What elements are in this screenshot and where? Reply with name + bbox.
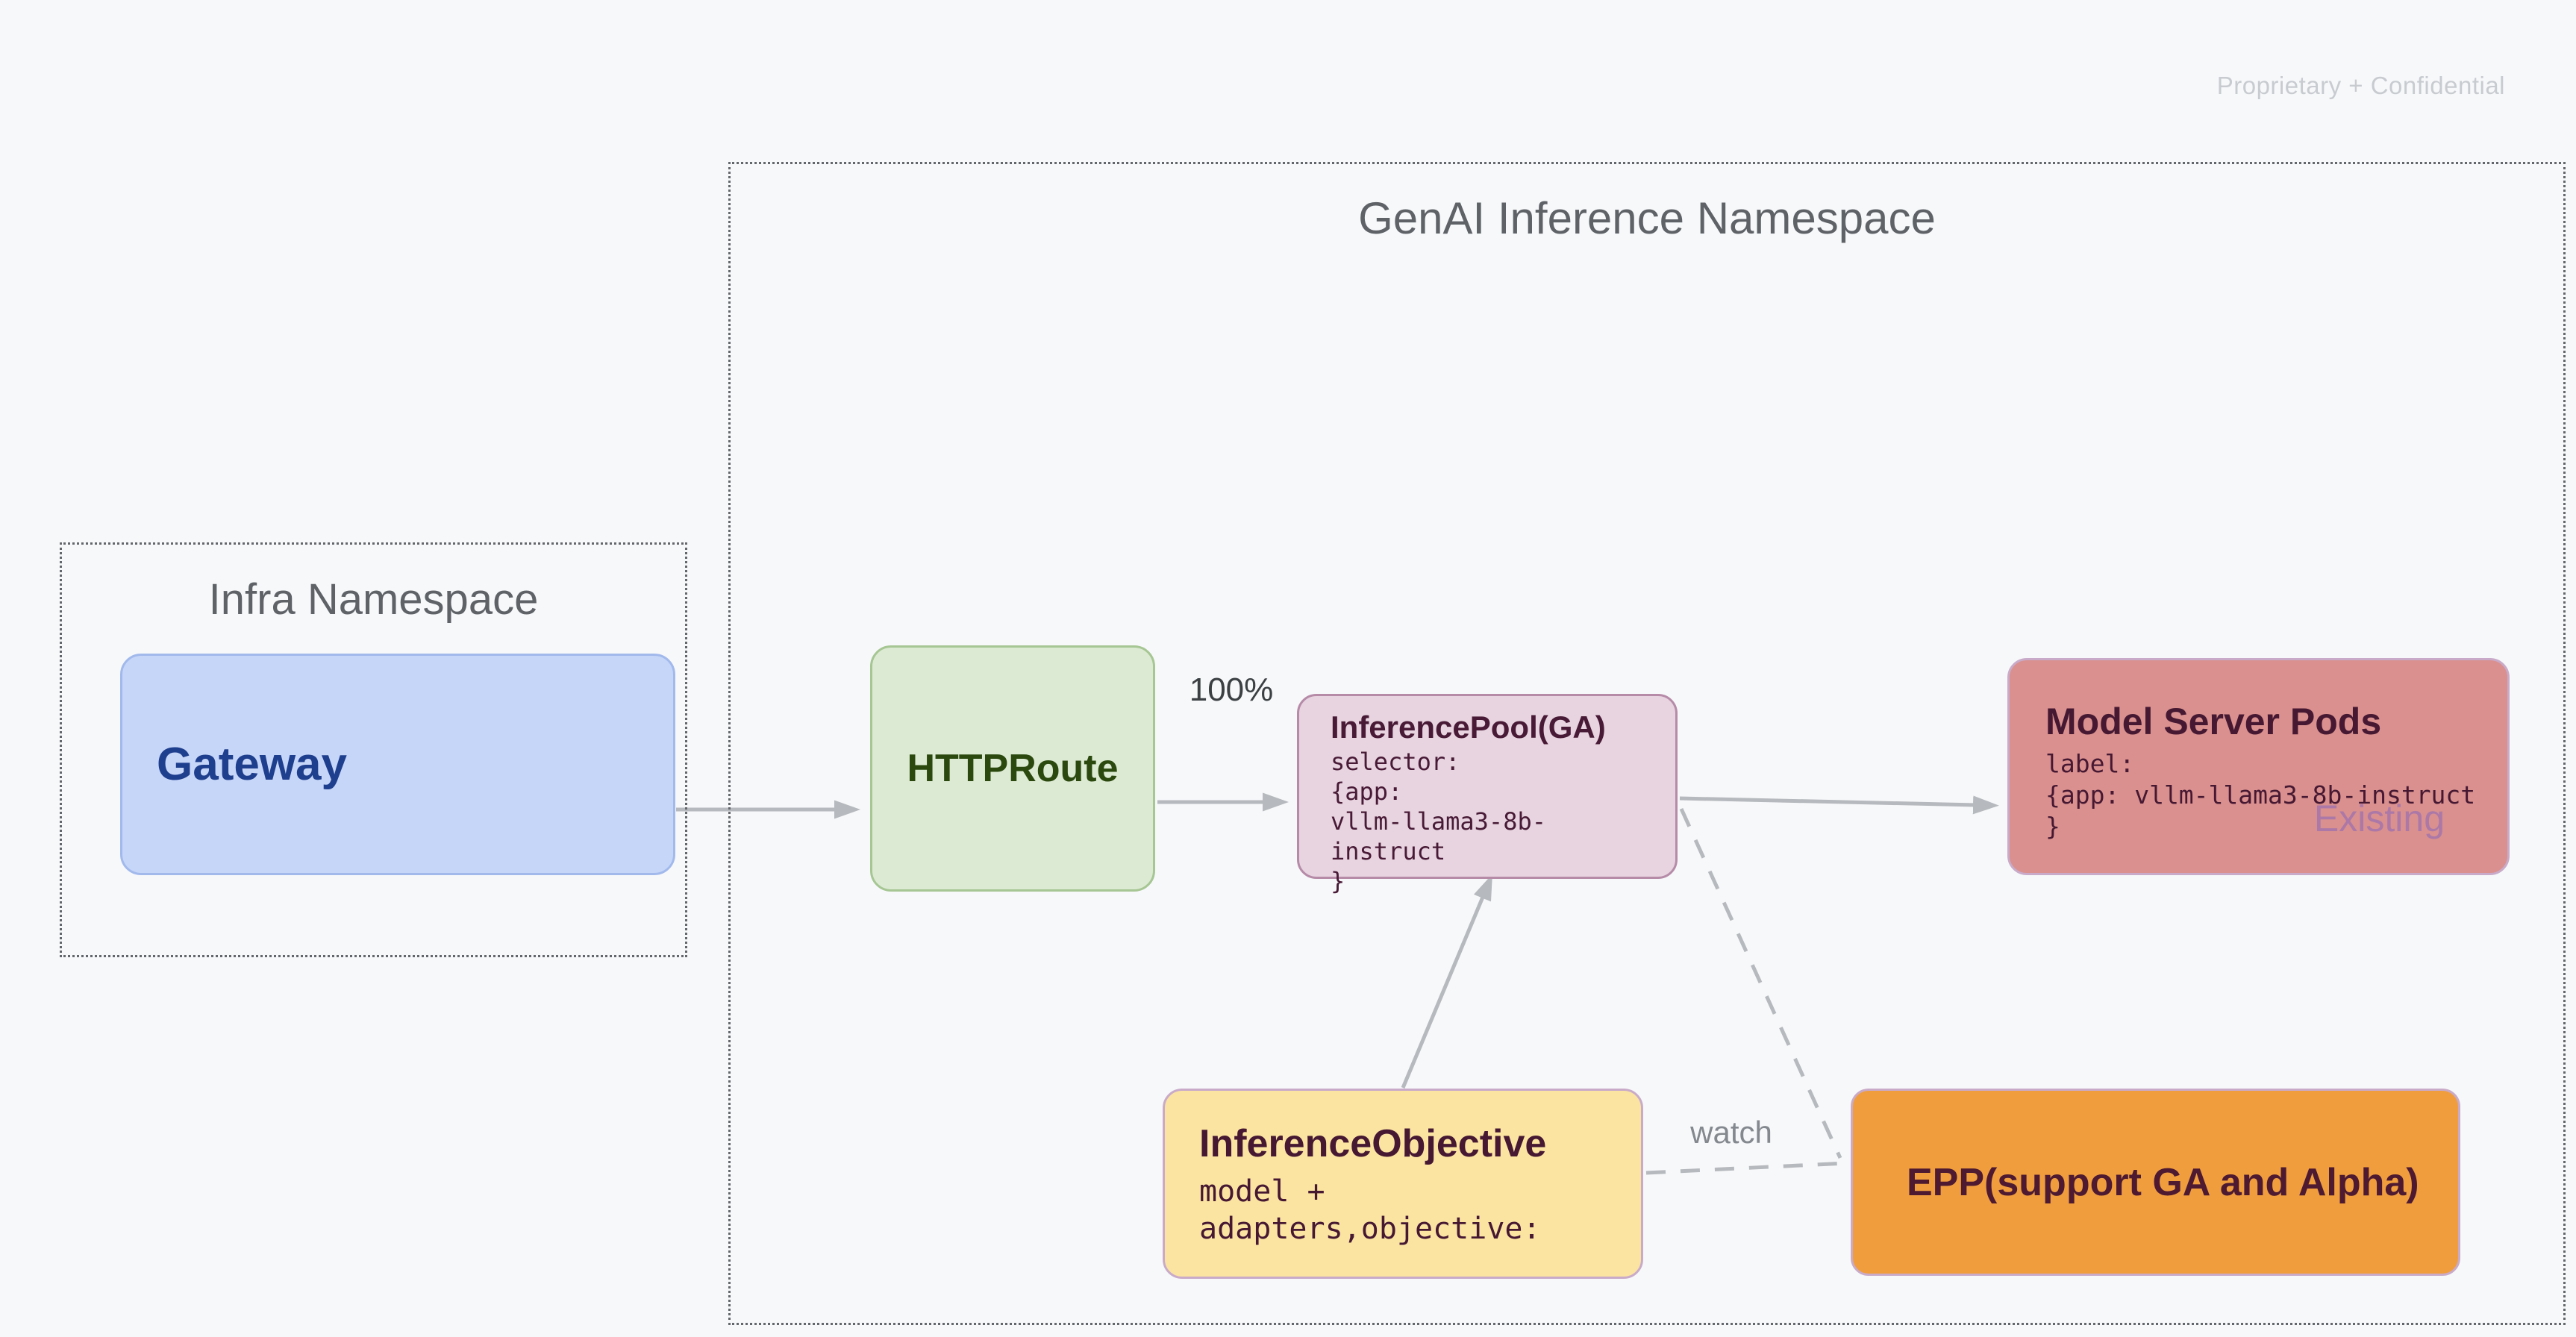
watch-label: watch xyxy=(1690,1115,1772,1150)
inference-pool-title: InferencePool(GA) xyxy=(1331,710,1606,745)
model-server-pods-title: Model Server Pods xyxy=(2045,701,2382,742)
httproute-label: HTTPRoute xyxy=(907,747,1119,790)
infra-namespace-title: Infra Namespace xyxy=(208,575,539,624)
model-server-pods-label-line: {app: vllm-llama3-8b-instruct xyxy=(2045,780,2476,810)
inference-pool-node[interactable]: InferencePool(GA) selector: {app: vllm-l… xyxy=(1297,694,1678,895)
genai-namespace-title: GenAI Inference Namespace xyxy=(1358,193,1936,243)
httproute-node[interactable]: HTTPRoute xyxy=(870,645,1155,892)
traffic-weight-label: 100% xyxy=(1189,671,1274,708)
inference-pool-selector-line: {app: xyxy=(1331,777,1403,806)
inference-objective-node[interactable]: InferenceObjective model + adapters,obje… xyxy=(1163,1089,1643,1279)
infra-namespace-frame[interactable]: Infra Namespace xyxy=(60,542,687,957)
model-server-pods-label-line: } xyxy=(2045,812,2060,841)
model-server-pods-label-line: label: xyxy=(2045,749,2135,778)
gateway-node[interactable]: Gateway xyxy=(120,654,675,875)
inference-objective-body-line: adapters,objective: xyxy=(1199,1212,1541,1246)
epp-node[interactable]: EPP(support GA and Alpha) xyxy=(1851,1089,2460,1276)
inference-pool-selector-line: } xyxy=(1331,867,1345,895)
model-server-pods-node[interactable]: Model Server Pods label: {app: vllm-llam… xyxy=(2007,658,2510,875)
epp-label: EPP(support GA and Alpha) xyxy=(1907,1160,2419,1204)
inference-pool-selector-line: selector: xyxy=(1331,748,1460,776)
inference-pool-selector-line: vllm-llama3-8b-instruct xyxy=(1331,807,1546,865)
inference-objective-body-line: model + xyxy=(1199,1174,1325,1209)
genai-inference-namespace-frame[interactable]: GenAI Inference Namespace xyxy=(728,162,2566,1325)
inference-objective-title: InferenceObjective xyxy=(1199,1122,1547,1165)
existing-tag: Existing xyxy=(2313,798,2445,839)
confidentiality-watermark: Proprietary + Confidential xyxy=(2216,72,2505,99)
gateway-label: Gateway xyxy=(157,739,348,790)
